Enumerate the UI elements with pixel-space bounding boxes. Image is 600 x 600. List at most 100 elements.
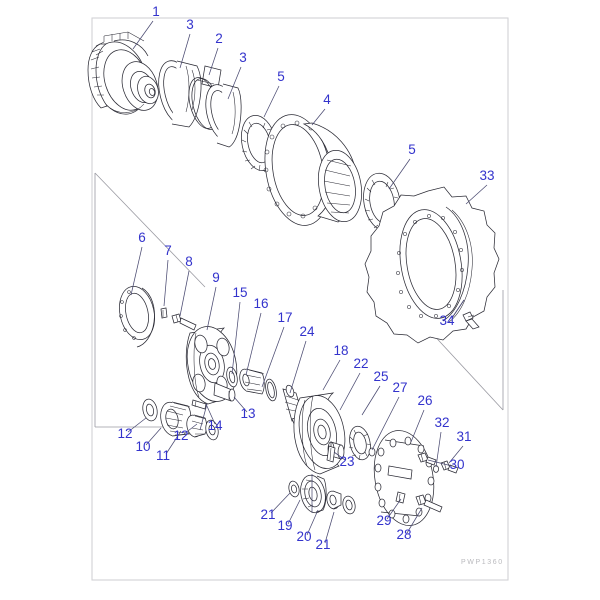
- callout-label-34[interactable]: 34: [439, 313, 455, 328]
- callout-label-21b[interactable]: 21: [315, 537, 330, 552]
- callout-label-27[interactable]: 27: [392, 380, 407, 395]
- part-19-bearing-assembly: [300, 474, 327, 514]
- callout-label-2[interactable]: 2: [215, 31, 223, 46]
- part-27-plug: [368, 447, 376, 457]
- callout-label-31[interactable]: 31: [456, 429, 471, 444]
- callout-label-12b[interactable]: 12: [173, 428, 188, 443]
- callout-label-19[interactable]: 19: [277, 518, 292, 533]
- callout-label-26[interactable]: 26: [417, 393, 432, 408]
- part-16-sleeve-coupling: [239, 368, 265, 395]
- callout-leader-19: [287, 499, 301, 525]
- callout-leader-23: [333, 451, 346, 461]
- part-14-spring-pin: [191, 399, 207, 410]
- part-21-spacer-left: [288, 480, 300, 498]
- callout-label-10[interactable]: 10: [135, 439, 150, 454]
- part-15-snap-ring: [226, 366, 238, 388]
- callout-leader-12a: [127, 417, 147, 433]
- callout-label-8[interactable]: 8: [185, 254, 193, 269]
- callout-leader-16: [245, 312, 262, 376]
- callout-leader-8: [179, 270, 190, 317]
- part-20-washer-small: [326, 490, 342, 510]
- part-3-ring-gear-housing-b: [205, 83, 242, 148]
- callout-leader-17: [261, 326, 285, 388]
- callout-label-4[interactable]: 4: [323, 92, 331, 107]
- diagram-frame: [91, 17, 509, 581]
- callout-leader-2: [208, 47, 219, 76]
- callout-leader-31: [448, 445, 464, 464]
- callout-layer: 1323545333467891516172412101112141323182…: [117, 4, 494, 552]
- callout-label-5a[interactable]: 5: [277, 69, 285, 84]
- callout-label-22[interactable]: 22: [353, 356, 368, 371]
- callout-leader-22: [339, 372, 361, 411]
- callout-label-24[interactable]: 24: [299, 324, 315, 339]
- callout-leader-32: [435, 431, 442, 468]
- part-3-ring-gear-housing-a: [158, 60, 202, 128]
- callout-label-17[interactable]: 17: [277, 310, 292, 325]
- callout-leader-13: [233, 396, 248, 413]
- part-9-planetary-carrier: [185, 326, 238, 405]
- callout-label-9[interactable]: 9: [212, 270, 220, 285]
- callout-label-15[interactable]: 15: [232, 285, 247, 300]
- callout-label-1[interactable]: 1: [152, 4, 160, 19]
- callout-leader-20: [306, 509, 319, 536]
- callout-label-3b[interactable]: 3: [239, 50, 247, 65]
- callout-leader-6: [130, 246, 143, 296]
- part-12-thrust-washer-left: [142, 398, 158, 422]
- callout-leader-4: [311, 108, 326, 126]
- part-4-hub-splined: [263, 114, 362, 226]
- callout-label-25[interactable]: 25: [373, 369, 388, 384]
- callout-label-14[interactable]: 14: [207, 418, 223, 433]
- callout-leader-5a: [263, 85, 280, 118]
- part-1-travel-motor-assembly: [87, 31, 159, 115]
- callout-label-21a[interactable]: 21: [260, 507, 275, 522]
- callout-leader-30: [427, 459, 453, 467]
- callout-label-23[interactable]: 23: [339, 454, 354, 469]
- part-33-sprocket: [364, 186, 500, 344]
- part-11-roller-bearing-small: [186, 414, 207, 438]
- callout-label-32[interactable]: 32: [434, 415, 449, 430]
- callout-leader-3b: [227, 66, 242, 100]
- part-29-washer-cover: [395, 491, 406, 504]
- assembly-axis-line-carrier: [199, 403, 208, 431]
- callout-label-5b[interactable]: 5: [408, 142, 416, 157]
- part-31-bolt-flange: [440, 460, 459, 474]
- callout-label-28[interactable]: 28: [396, 527, 411, 542]
- callout-leader-24: [289, 340, 307, 394]
- callout-label-18[interactable]: 18: [333, 343, 348, 358]
- part-21-spacer-right: [342, 495, 356, 515]
- part-17-o-ring: [265, 378, 277, 402]
- callout-leader-21a: [270, 492, 291, 514]
- callout-label-20[interactable]: 20: [296, 529, 311, 544]
- callout-leader-28: [406, 507, 423, 534]
- part-13-pin: [213, 382, 236, 402]
- callout-leader-11: [165, 430, 182, 455]
- part-6-thrust-ring: [119, 285, 155, 348]
- part-8-bolt: [171, 313, 197, 331]
- callout-leader-29: [386, 498, 402, 520]
- callout-leader-15: [231, 301, 241, 375]
- callout-leader-26: [410, 409, 425, 443]
- part-25-ball: [348, 425, 372, 461]
- part-28-bolt-long: [415, 494, 443, 513]
- callout-label-16[interactable]: 16: [253, 296, 268, 311]
- callout-label-7[interactable]: 7: [164, 243, 172, 258]
- callout-label-12a[interactable]: 12: [117, 426, 132, 441]
- callout-leader-14: [205, 403, 216, 425]
- callout-label-33[interactable]: 33: [479, 168, 494, 183]
- callout-label-6[interactable]: 6: [138, 230, 146, 245]
- callout-leader-25: [361, 385, 381, 416]
- callout-label-11[interactable]: 11: [156, 448, 170, 463]
- drawing-code: PWP1360: [461, 559, 504, 566]
- callout-leader-34: [451, 299, 465, 319]
- callout-label-3a[interactable]: 3: [186, 17, 194, 32]
- callout-leader-12b: [183, 423, 198, 435]
- callout-leader-5b: [388, 158, 411, 190]
- callout-label-30[interactable]: 30: [449, 457, 464, 472]
- callout-label-13[interactable]: 13: [240, 406, 255, 421]
- part-10-needle-bearing: [160, 401, 192, 437]
- callout-leader-10: [145, 427, 162, 446]
- callout-leader-3a: [179, 33, 191, 69]
- callout-label-29[interactable]: 29: [376, 513, 391, 528]
